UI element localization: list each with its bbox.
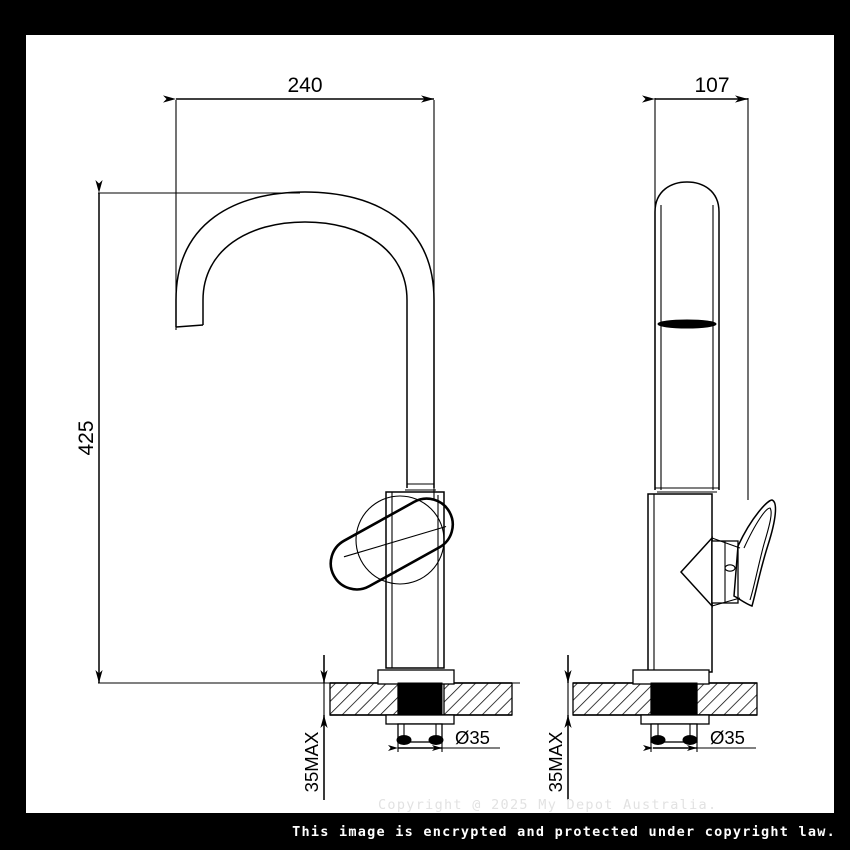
dim-label-425: 425 bbox=[75, 420, 98, 455]
dim-deck-side-group: 35MAX bbox=[545, 655, 572, 800]
side-under-deck-washer bbox=[640, 714, 710, 725]
handle-collar-dot bbox=[724, 564, 736, 572]
base-flange bbox=[377, 669, 455, 685]
front-view-group: 240 425 bbox=[75, 74, 520, 800]
dim-240-group: 240 bbox=[163, 74, 435, 500]
front-mount-assembly bbox=[377, 669, 455, 752]
side-view-group: 107 bbox=[545, 74, 777, 800]
handle-lower-facet bbox=[711, 597, 741, 607]
body-housing-outline bbox=[385, 491, 445, 669]
nut-right bbox=[428, 735, 444, 745]
spout-tube-outline bbox=[654, 181, 720, 490]
front-handle-lever bbox=[329, 495, 455, 591]
side-deck-countertop bbox=[572, 682, 758, 716]
dim-hole-side-group: Ø35 bbox=[643, 727, 756, 751]
side-spout-tube bbox=[654, 181, 720, 490]
spout-tube-band bbox=[657, 319, 717, 329]
handle-paddle-inner bbox=[743, 507, 772, 601]
side-housing-outline bbox=[647, 493, 713, 673]
copyright-watermark: Copyright @ 2025 My Depot Australia. bbox=[378, 797, 718, 813]
side-deck-hatch-left bbox=[572, 682, 652, 716]
dim-hole-front-group: Ø35 bbox=[388, 727, 500, 751]
dim-label-deck-front: 35MAX bbox=[301, 732, 322, 793]
dim-107-group: 107 bbox=[642, 74, 749, 500]
handle-bar bbox=[329, 497, 455, 591]
handle-upper-facet bbox=[711, 537, 741, 549]
spout-tip-edge bbox=[175, 324, 204, 328]
shank-through-deck bbox=[397, 682, 443, 716]
side-body-housing bbox=[647, 487, 719, 673]
dim-label-hole-side: Ø35 bbox=[710, 727, 745, 748]
handle-cone bbox=[679, 536, 713, 608]
deck-hatch-right bbox=[443, 682, 513, 716]
dim-label-hole-front: Ø35 bbox=[455, 727, 490, 748]
under-deck-washer bbox=[385, 714, 455, 725]
copyright-notice-bar: This image is encrypted and protected un… bbox=[0, 813, 850, 850]
handle-paddle bbox=[733, 499, 777, 607]
spout-outer-arc bbox=[175, 191, 435, 332]
side-base-flange bbox=[632, 669, 710, 685]
side-deck-hatch-right bbox=[696, 682, 758, 716]
nut-left bbox=[396, 735, 412, 745]
side-shank-through-deck bbox=[650, 682, 698, 716]
dim-label-240: 240 bbox=[287, 74, 322, 97]
handle-pivot-dome bbox=[355, 495, 445, 585]
side-mount-assembly bbox=[632, 669, 710, 752]
side-nut-left bbox=[650, 735, 666, 745]
side-nut-right bbox=[682, 735, 698, 745]
side-handle-assembly bbox=[679, 499, 777, 608]
front-body-housing bbox=[385, 491, 445, 669]
dim-label-deck-side: 35MAX bbox=[545, 732, 566, 793]
dim-label-107: 107 bbox=[694, 74, 729, 97]
handle-bar-highlight bbox=[343, 525, 447, 558]
copyright-notice-text: This image is encrypted and protected un… bbox=[292, 823, 836, 840]
dim-425-group: 425 bbox=[75, 180, 520, 684]
spout-inner-arc bbox=[202, 221, 408, 332]
front-body-column bbox=[405, 332, 436, 491]
dim-deck-front-group: 35MAX bbox=[301, 655, 328, 800]
deck-hatch-left bbox=[329, 682, 399, 716]
